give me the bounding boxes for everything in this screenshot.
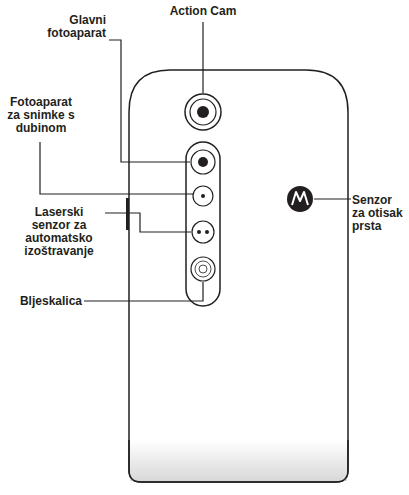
phone-edge	[129, 440, 348, 482]
callout-label: Bljeskalica	[6, 295, 82, 308]
leader-line	[105, 213, 191, 232]
leader-line	[202, 22, 203, 93]
callout-label: Laserski senzor za automatsko izoštravan…	[16, 206, 102, 258]
leader-line	[314, 198, 351, 199]
flash-ring	[195, 261, 211, 277]
action-cam	[185, 94, 221, 130]
side-button	[126, 198, 129, 230]
main-camera-lens	[198, 157, 208, 167]
leader-line	[84, 282, 203, 301]
camera-module	[186, 142, 220, 306]
fingerprint-logo	[287, 186, 313, 212]
laser-sensor	[192, 221, 214, 243]
action-cam-lens	[197, 106, 209, 118]
logo-mark	[292, 192, 308, 205]
main-camera	[191, 150, 215, 174]
bottom-shade	[130, 440, 347, 481]
callout-label: Fotoaparat za snimke s dubinom	[4, 96, 78, 135]
phone-body	[129, 70, 348, 482]
leader-line	[109, 40, 190, 162]
action-cam-ring	[190, 99, 216, 125]
flash	[191, 257, 215, 281]
callout-label: Glavni fotoaparat	[14, 14, 106, 40]
leader-line	[40, 142, 193, 194]
flash-ring	[199, 265, 207, 273]
laser-dot	[205, 230, 209, 234]
laser-dot	[197, 230, 201, 234]
callout-label: Action Cam	[150, 5, 256, 18]
depth-camera	[193, 186, 213, 206]
depth-camera-lens	[201, 194, 205, 198]
callout-label: Senzor za otisak prsta	[352, 194, 406, 233]
